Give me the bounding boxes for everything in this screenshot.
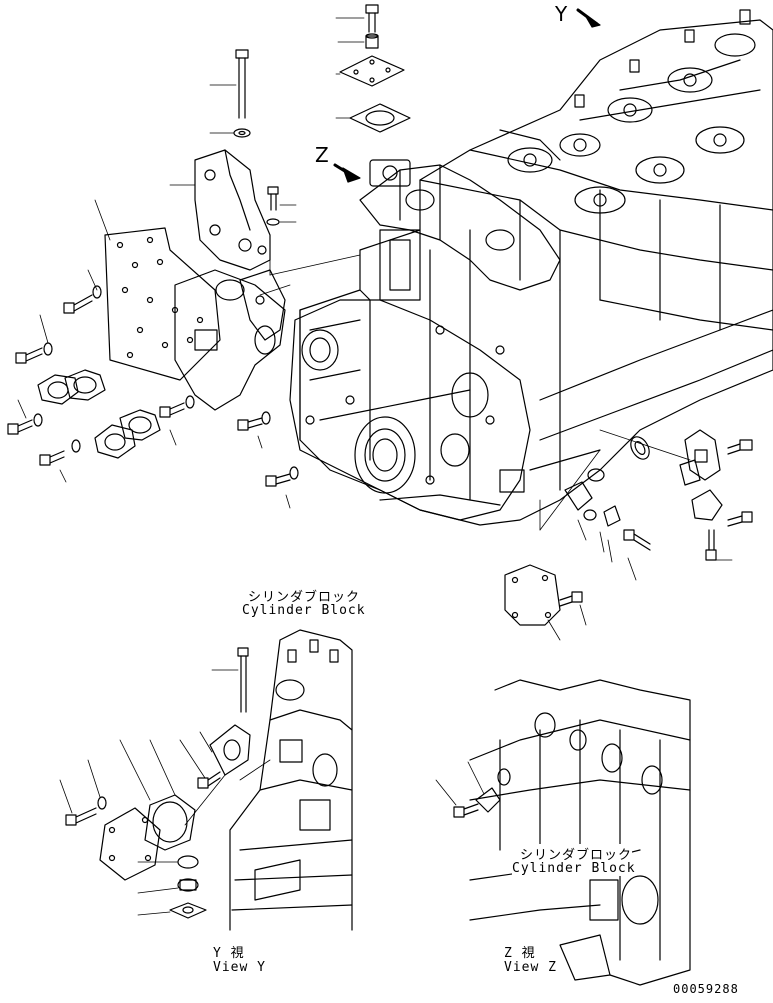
bolt-left-3 [8, 400, 42, 434]
mounting-bracket [170, 150, 270, 270]
cover-left-1 [38, 370, 105, 404]
bolt-front-1 [238, 412, 270, 448]
cylinder-block-label-jp-2: シリンダブロック [520, 844, 633, 863]
view-y-arrow [578, 10, 600, 27]
water-outlet-housing [360, 160, 560, 300]
cylinder-head-details [508, 10, 755, 213]
engine-block-main [300, 20, 773, 525]
lower-leader-lines [540, 430, 690, 530]
long-bolt [210, 50, 248, 118]
cylinder-block-label-en-1: Cylinder Block [242, 603, 366, 618]
bolt-left-2 [16, 315, 52, 363]
gasket-top [336, 104, 410, 132]
cover-plate-top [336, 56, 404, 86]
bracket-mid [240, 270, 285, 340]
cover-plate-lower [505, 565, 586, 640]
view-z-arrow-label: Z [315, 143, 329, 167]
seal-ring-right [627, 434, 653, 463]
bolt-front-2 [266, 467, 298, 508]
view-y-title-jp: Y 視 [213, 946, 245, 961]
clip-bracket-right [680, 430, 720, 485]
bolt-left-4 [40, 440, 80, 482]
side-plate [95, 200, 220, 380]
view-z-title-jp: Z 視 [504, 946, 536, 961]
front-cover [290, 300, 530, 520]
bracket-right-lower [692, 490, 722, 520]
cylinder-block-label-en-2: Cylinder Block [512, 861, 636, 876]
small-bolt-bracket [268, 187, 296, 210]
bolt-left-5 [160, 396, 194, 445]
drawing-number: 00059288 [673, 982, 739, 996]
bolt-left-1 [64, 270, 101, 313]
view-z-inset [436, 680, 690, 985]
view-z-arrow [335, 165, 360, 182]
view-y-arrow-label: Y [555, 2, 568, 26]
washer-long-bolt [210, 129, 250, 137]
view-z-title-en: View Z [504, 960, 557, 975]
bolt-right-1 [728, 440, 752, 454]
lower-center-parts [565, 469, 650, 580]
cylinder-block-label-jp-1: シリンダブロック [248, 590, 361, 605]
bolt-right-3 [706, 530, 732, 560]
small-washer-bracket [267, 219, 296, 225]
view-y-title-en: View Y [213, 960, 266, 975]
view-y-inset [60, 630, 352, 930]
bolt-top [336, 5, 378, 32]
spacer-collar [338, 34, 378, 48]
bolt-right-2 [728, 512, 752, 526]
cover-left-2 [95, 410, 160, 458]
